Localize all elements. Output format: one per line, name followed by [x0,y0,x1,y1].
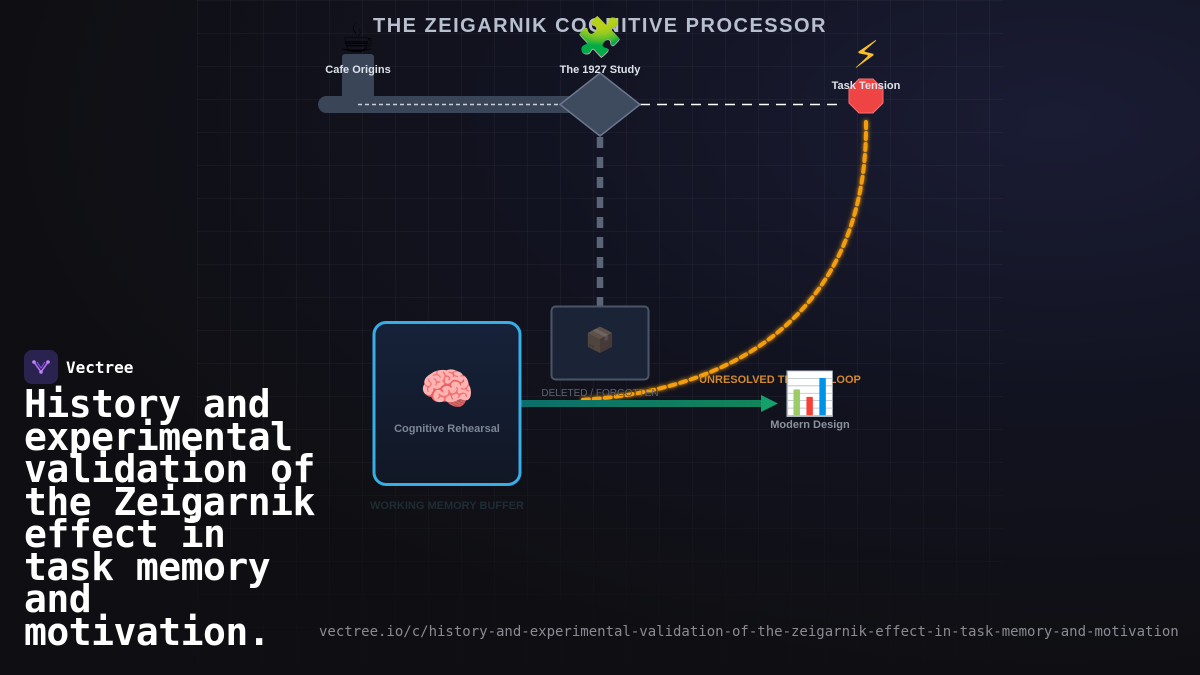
study-junction-diamond [558,72,642,137]
working-memory-caption: WORKING MEMORY BUFFER [370,500,524,512]
forgotten-box [550,305,650,381]
rehearsal-box [372,321,522,486]
study-label: The 1927 Study [560,64,642,76]
page-title: History and experimental validation of t… [24,382,315,654]
package-icon: 📦 [585,326,615,354]
diagram-title: THE ZEIGARNIK COGNITIVE PROCESSOR [373,15,827,37]
loop-label: UNRESOLVED TENSION LOOP [699,374,861,386]
cafe-label: Cafe Origins [325,64,390,76]
tension-label: Task Tension [832,80,901,92]
output-arrow-head [761,395,778,412]
hot-beverage-icon: ☕ [339,16,375,62]
forgotten-label: DELETED / FORGOTTEN [541,388,658,399]
output-arrow-shaft [520,400,763,407]
rehearsal-label: Cognitive Rehearsal [394,423,500,435]
lightning-icon: ⚡ [853,33,880,77]
source-url: vectree.io/c/history-and-experimental-va… [319,624,1179,640]
tension-stop-octagon [848,78,884,114]
cafe-stem [342,54,374,104]
puzzle-piece-icon: 🧩 [576,15,623,59]
bar-chart-icon: 📊 [784,369,836,418]
vectree-logo-icon [24,350,58,384]
brand-name: Vectree [66,357,134,377]
design-label: Modern Design [770,419,850,431]
brain-icon: 🧠 [420,364,475,415]
unresolved-loop-path [578,120,869,402]
brand: Vectree [24,350,133,384]
